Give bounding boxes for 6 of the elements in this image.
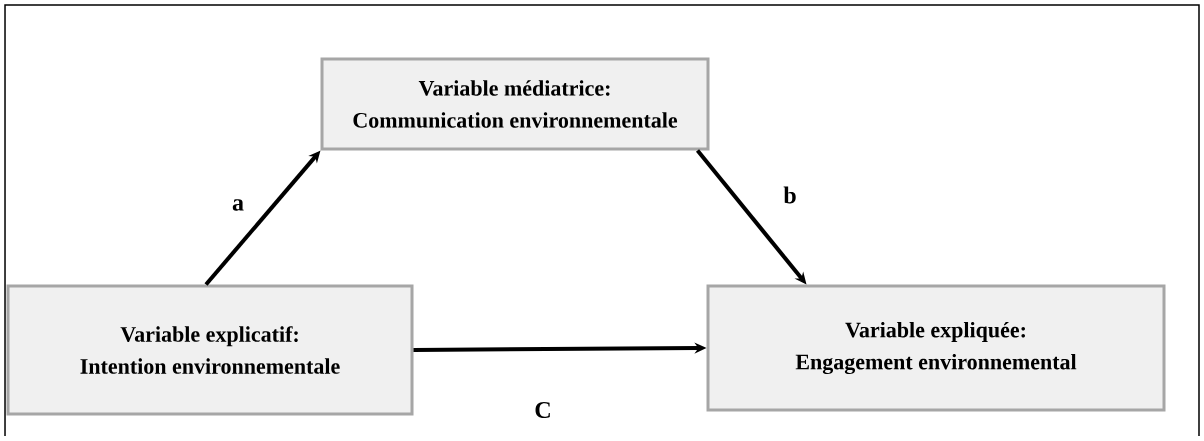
variable-box: Variable explicatif: Intention environnementale [6, 284, 414, 416]
edge-label: a [232, 199, 244, 211]
variable-box: Variable médiatrice: Communication environnementale [320, 57, 710, 151]
edge-label: b [783, 186, 796, 204]
edge-label: C [535, 401, 550, 419]
variable-box: Variable expliquée: Engagement environnemental [706, 284, 1166, 412]
